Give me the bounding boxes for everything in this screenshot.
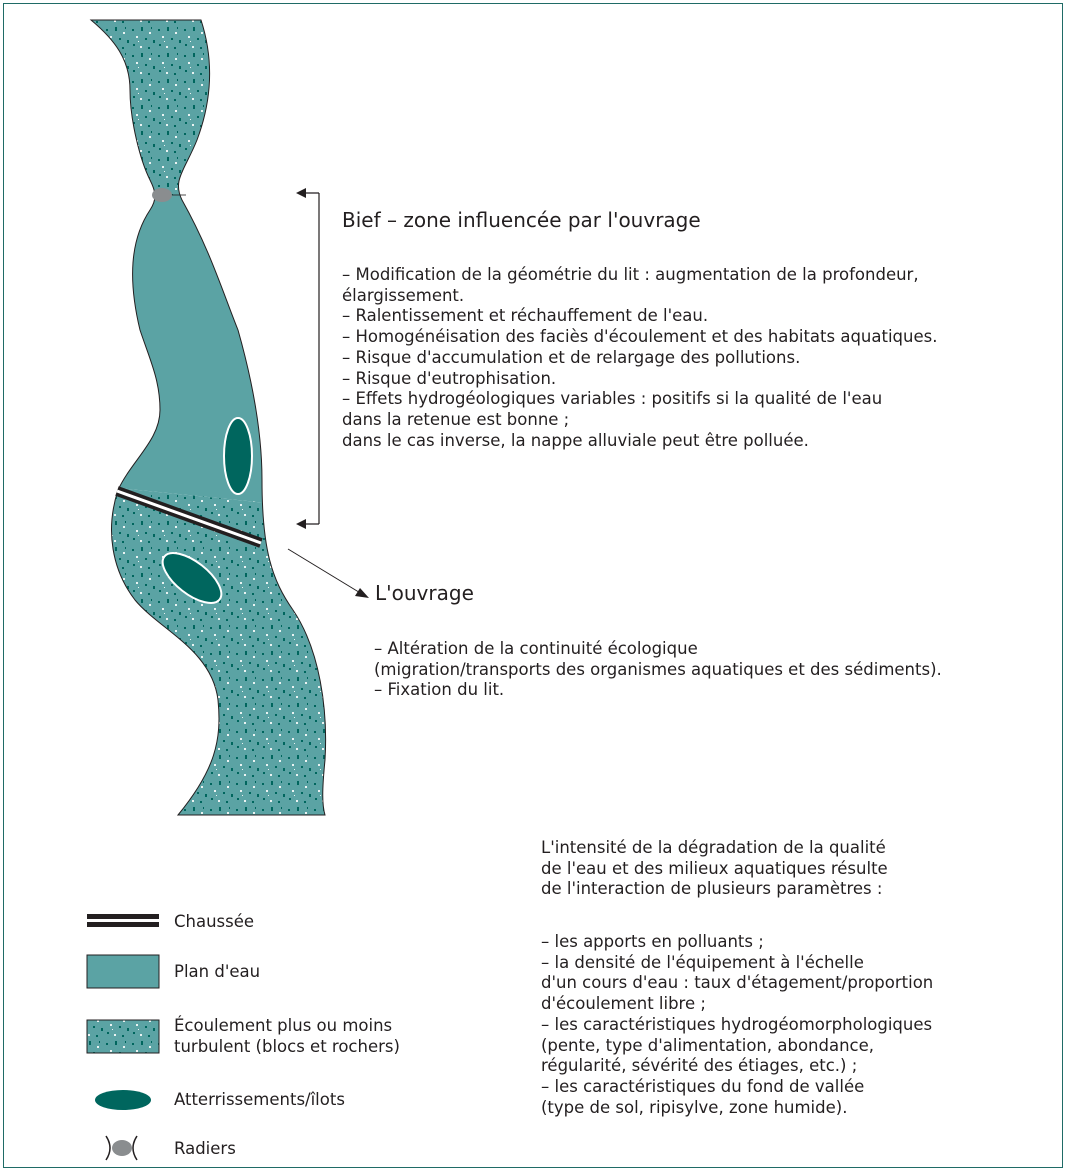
ouvrage-line: – Altération de la continuité écologique: [374, 639, 942, 660]
ouvrage-line: – Fixation du lit.: [374, 680, 942, 701]
bief-line: – Modification de la géométrie du lit : …: [342, 265, 937, 286]
intensity-line: (type de sol, ripisylve, zone humide).: [541, 1098, 933, 1119]
legend-chaussee-symbol: [87, 914, 159, 927]
intensity-line: d'un cours d'eau : taux d'étagement/prop…: [541, 973, 933, 994]
bief-bracket: [300, 193, 319, 524]
legend-ecoulement-label: Écoulement plus ou moins turbulent (bloc…: [174, 1016, 400, 1057]
island-upper: [224, 418, 252, 494]
intensity-line: – les caractéristiques du fond de vallée: [541, 1077, 933, 1098]
ouvrage-title: L'ouvrage: [375, 581, 474, 605]
intensity-line: (pente, type d'alimentation, abondance,: [541, 1036, 933, 1057]
legend-island-symbol: [95, 1090, 151, 1110]
bracket-arrow-top: [296, 188, 306, 198]
legend-ecoulement-line: Écoulement plus ou moins: [174, 1016, 400, 1037]
legend-ecoulement-line: turbulent (blocs et rochers): [174, 1037, 400, 1058]
bracket-arrow-bottom: [296, 519, 306, 529]
ouvrage-line: (migration/transports des organismes aqu…: [374, 660, 942, 681]
legend-plan-eau-label: Plan d'eau: [174, 962, 260, 983]
bief-line: – Risque d'accumulation et de relargage …: [342, 348, 937, 369]
intensity-intro: L'intensité de la dégradation de la qual…: [541, 838, 888, 900]
intensity-line: régularité, sévérité des étiages, etc.) …: [541, 1056, 933, 1077]
intensity-intro-line: L'intensité de la dégradation de la qual…: [541, 838, 888, 859]
intensity-line: – les apports en polluants ;: [541, 932, 933, 953]
ouvrage-pointer-arrow: [288, 549, 369, 598]
bief-title: Bief – zone influencée par l'ouvrage: [342, 208, 701, 232]
legend-chaussee-label: Chaussée: [174, 912, 254, 933]
ouvrage-effects-list: – Altération de la continuité écologique…: [374, 639, 942, 701]
intensity-intro-line: de l'interaction de plusieurs paramètres…: [541, 879, 888, 900]
bief-line: – Ralentissement et réchauffement de l'e…: [342, 306, 937, 327]
intensity-line: – la densité de l'équipement à l'échelle: [541, 953, 933, 974]
bief-line: – Risque d'eutrophisation.: [342, 369, 937, 390]
bief-line: dans la retenue est bonne ;: [342, 410, 937, 431]
intensity-parameters-list: – les apports en polluants ; – la densit…: [541, 932, 933, 1118]
bief-line: élargissement.: [342, 286, 937, 307]
intensity-line: d'écoulement libre ;: [541, 994, 933, 1015]
bief-line: dans le cas inverse, la nappe alluviale …: [342, 431, 937, 452]
intensity-intro-line: de l'eau et des milieux aquatiques résul…: [541, 859, 888, 880]
legend-radier-symbol: [106, 1136, 137, 1160]
legend-atterrissements-label: Atterrissements/îlots: [174, 1090, 345, 1111]
bief-line: – Homogénéisation des faciès d'écoulemen…: [342, 327, 937, 348]
legend-ecoulement-symbol: [87, 1020, 159, 1053]
bief-effects-list: – Modification de la géométrie du lit : …: [342, 265, 937, 451]
intensity-line: – les caractéristiques hydrogéomorpholog…: [541, 1015, 933, 1036]
bief-line: – Effets hydrogéologiques variables : po…: [342, 389, 937, 410]
legend-plan-eau-symbol: [87, 955, 159, 988]
legend-radiers-label: Radiers: [174, 1139, 236, 1160]
